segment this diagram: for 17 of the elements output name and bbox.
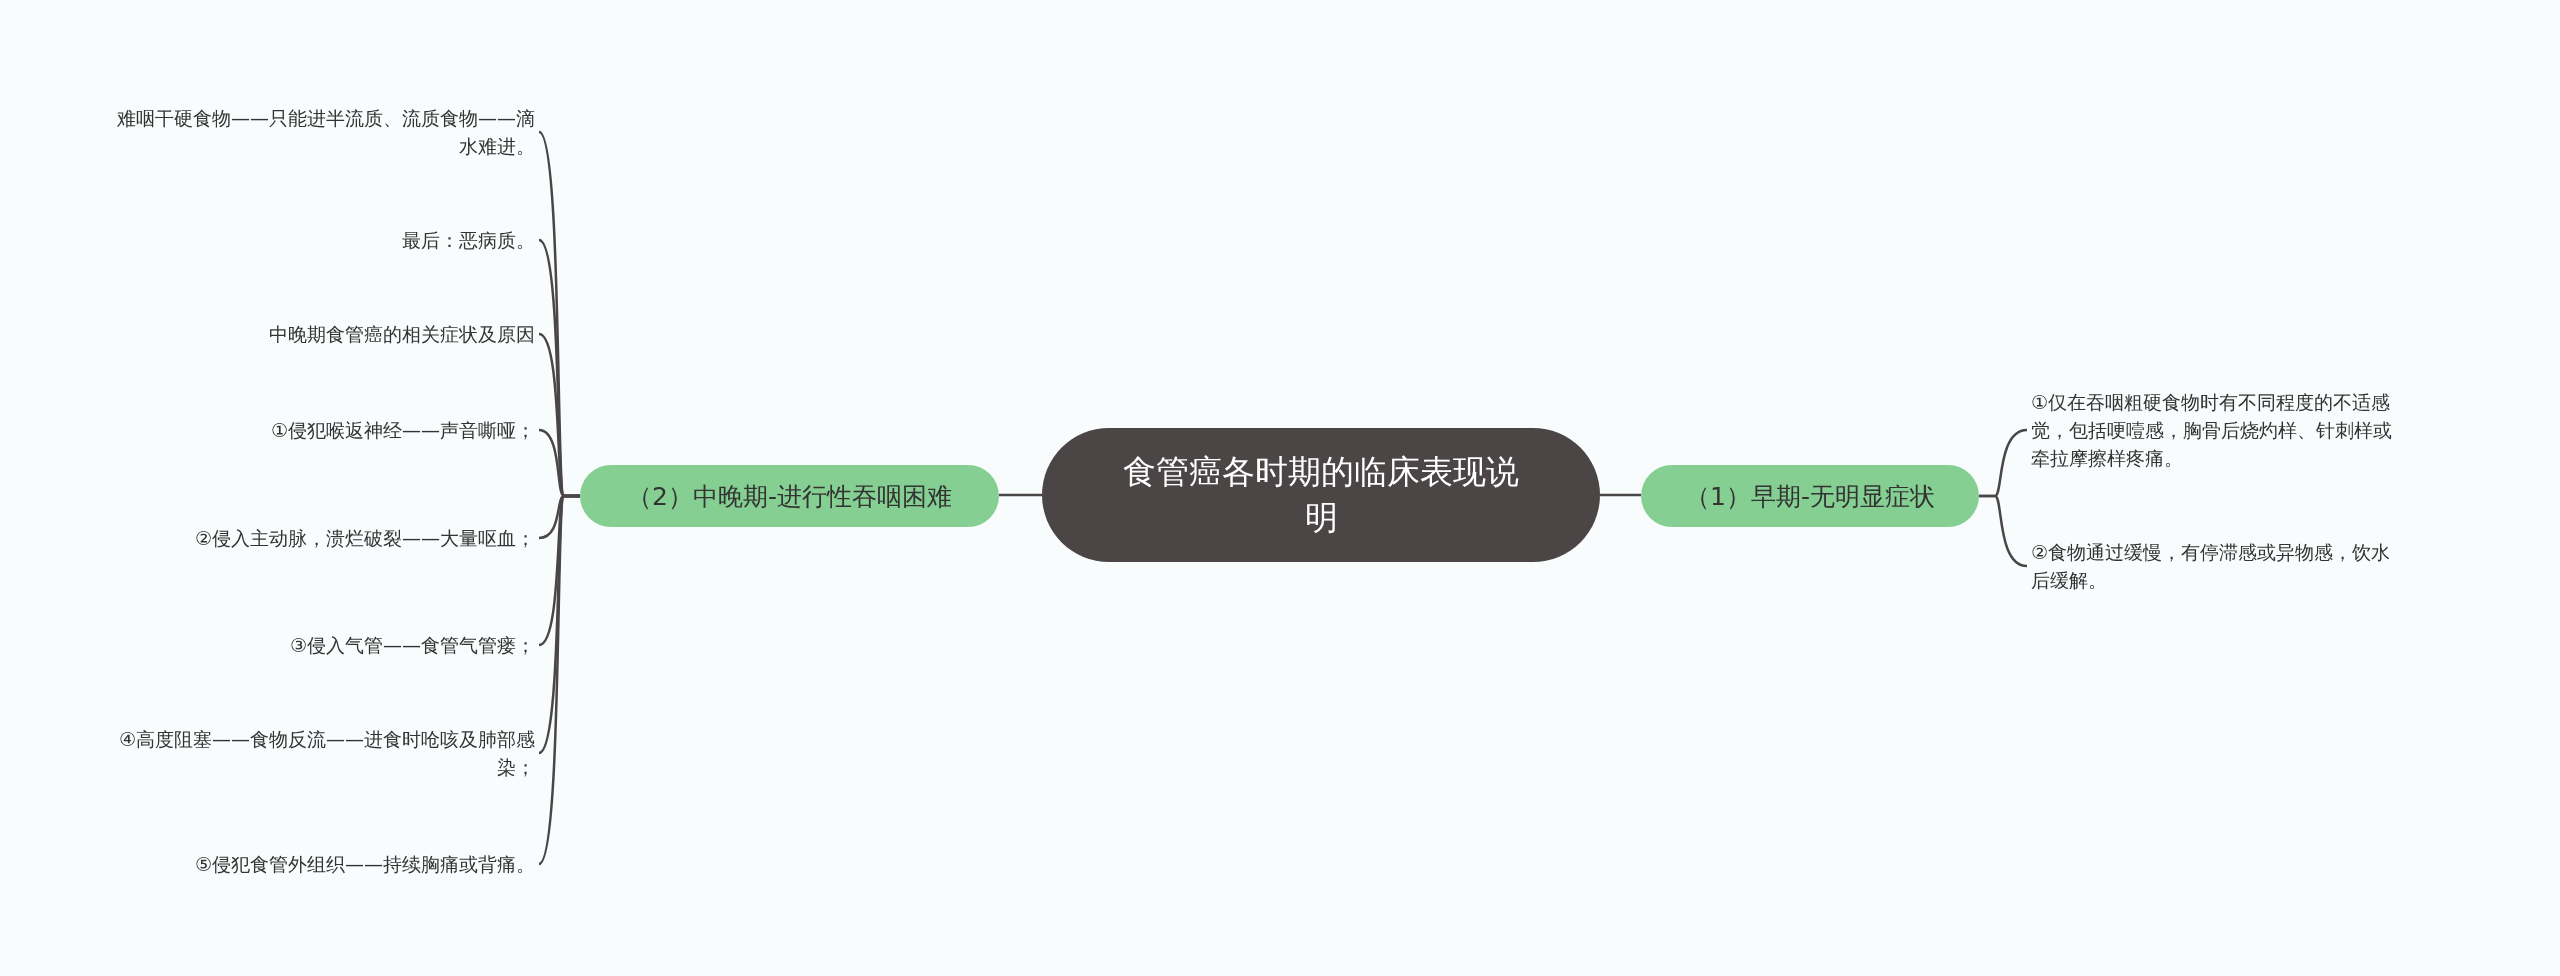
connector-line: [999, 493, 1042, 497]
note-text: 难咽干硬食物——只能进半流质、流质食物——滴水难进。: [101, 104, 535, 160]
note-text: ②食物通过缓慢，有停滞感或异物感，饮水后缓解。: [2031, 538, 2406, 594]
connector-line: [1600, 493, 1641, 497]
note-text: ⑤侵犯食管外组织——持续胸痛或背痛。: [101, 850, 535, 878]
note-text: 中晚期食管癌的相关症状及原因: [101, 320, 535, 348]
note-text: ①仅在吞咽粗硬食物时有不同程度的不适感觉，包括哽噎感，胸骨后烧灼样、针刺样或牵拉摩擦样疼痛。: [2031, 388, 2406, 472]
connector-line: [538, 494, 580, 865]
note-text: ④高度阻塞——食物反流——进食时呛咳及肺部感染；: [101, 725, 535, 781]
note-text: ③侵入气管——食管气管瘘；: [101, 631, 535, 659]
branch-topic-box: （2）中晚期-进行性吞咽困难: [580, 465, 999, 527]
note-text: ①侵犯喉返神经——声音嘶哑；: [101, 416, 535, 444]
note-text: ②侵入主动脉，溃烂破裂——大量呕血；: [101, 524, 535, 552]
connector-line: [1979, 494, 2028, 568]
central-topic-box: 食管癌各时期的临床表现说明: [1042, 428, 1600, 562]
note-text: 最后：恶病质。: [101, 226, 535, 254]
branch-topic-box: （1）早期-无明显症状: [1641, 465, 1979, 527]
